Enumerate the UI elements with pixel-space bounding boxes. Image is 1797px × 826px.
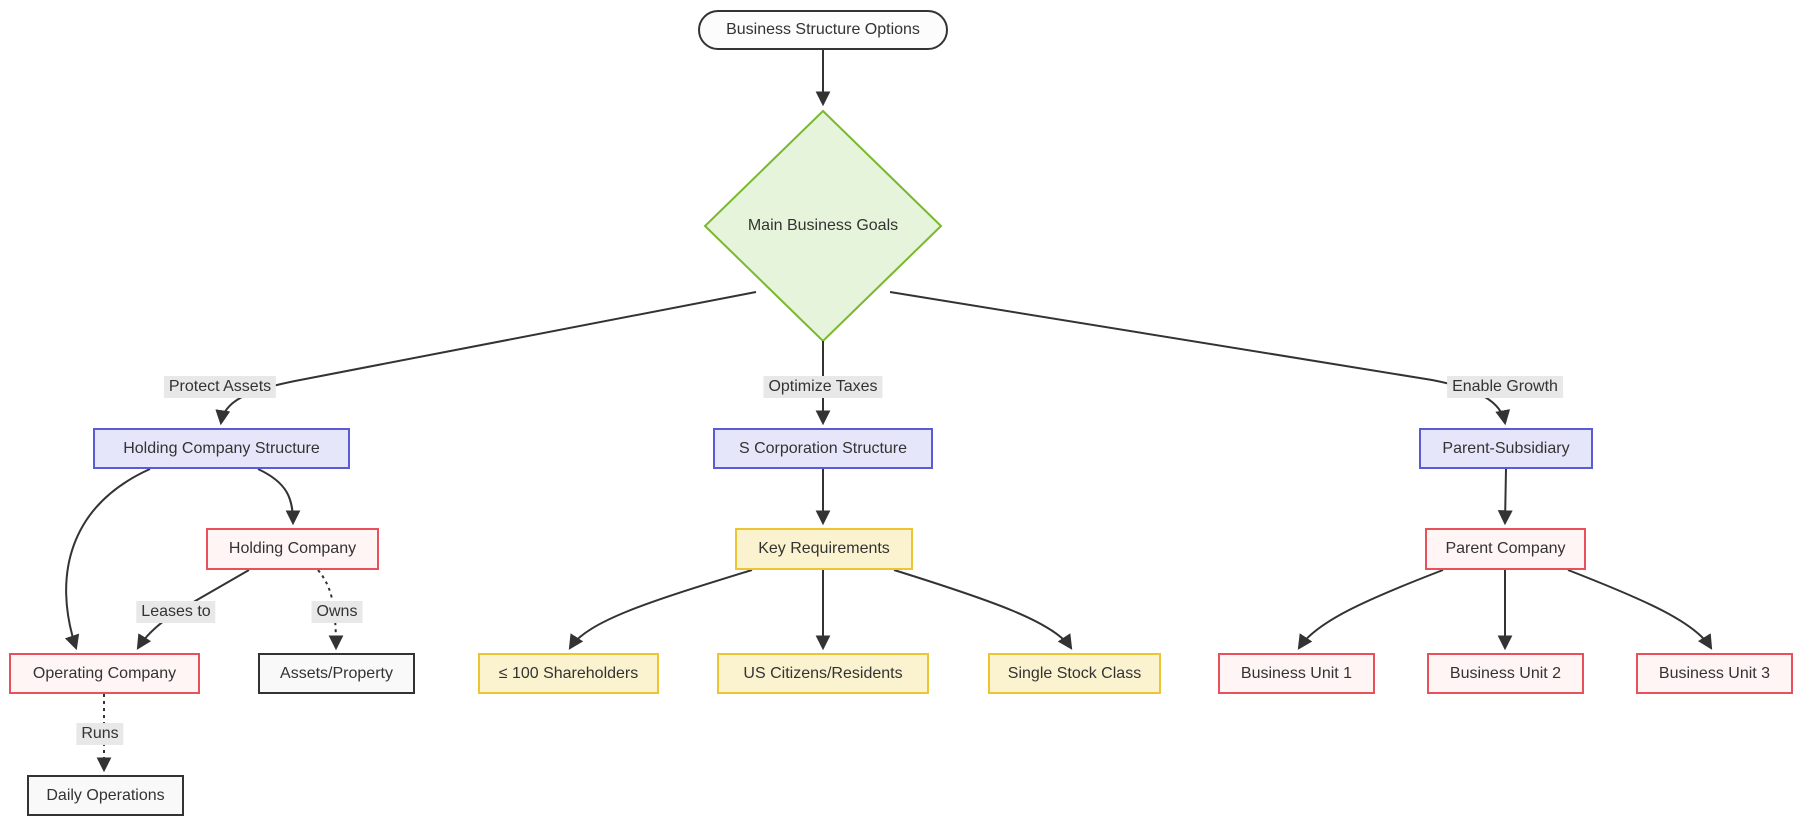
node-business-unit-3: Business Unit 3 <box>1636 653 1793 694</box>
node-parent-company: Parent Company <box>1425 528 1586 570</box>
edge-holding-structure-to-holding-company <box>257 468 301 526</box>
node-business-unit-2: Business Unit 2 <box>1427 653 1584 694</box>
edge-requirements-to-shareholders <box>568 569 753 650</box>
edge-parent-to-unit3 <box>1567 569 1713 650</box>
node-parent-subsidiary: Parent-Subsidiary <box>1419 428 1593 469</box>
edge-parent-to-unit1 <box>1297 569 1444 650</box>
node-us-citizens: US Citizens/Residents <box>717 653 929 694</box>
node-single-stock-class: Single Stock Class <box>988 653 1161 694</box>
edge-label-runs: Runs <box>76 723 124 745</box>
edge-label-leases-to: Leases to <box>136 601 216 623</box>
node-operating-company: Operating Company <box>9 653 200 694</box>
node-key-requirements: Key Requirements <box>735 528 913 570</box>
node-main-business-goals-label: Main Business Goals <box>747 217 899 234</box>
edge-holding-company-to-assets <box>317 569 344 651</box>
node-holding-company-structure: Holding Company Structure <box>93 428 350 469</box>
node-holding-company: Holding Company <box>206 528 379 570</box>
edge-decision-to-holding-structure <box>215 291 757 426</box>
node-shareholders: ≤ 100 Shareholders <box>478 653 659 694</box>
edge-label-enable-growth: Enable Growth <box>1447 376 1563 398</box>
edge-label-optimize-taxes: Optimize Taxes <box>763 376 883 398</box>
node-business-unit-1: Business Unit 1 <box>1218 653 1375 694</box>
node-business-structure-options: Business Structure Options <box>698 10 948 50</box>
edge-label-owns: Owns <box>311 601 363 623</box>
edge-label-protect-assets: Protect Assets <box>163 376 277 398</box>
edge-parent-subsidiary-to-parent-company <box>1497 468 1513 526</box>
edge-holding-structure-to-operating <box>64 468 151 651</box>
edge-requirements-to-stock <box>893 569 1073 650</box>
edge-decision-to-parent-subsidiary <box>889 291 1511 426</box>
node-daily-operations: Daily Operations <box>27 775 184 816</box>
node-s-corporation-structure: S Corporation Structure <box>713 428 933 469</box>
node-assets-property: Assets/Property <box>258 653 415 694</box>
